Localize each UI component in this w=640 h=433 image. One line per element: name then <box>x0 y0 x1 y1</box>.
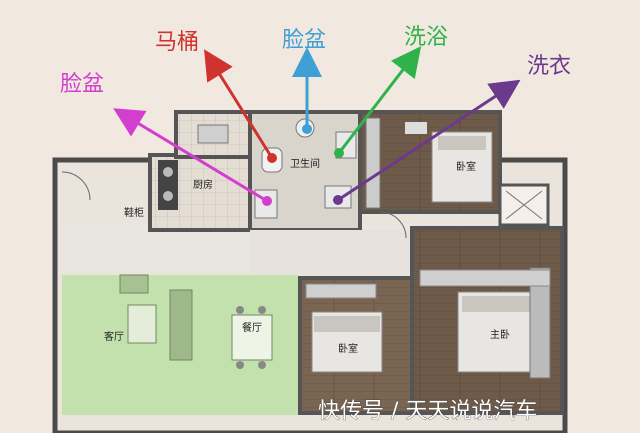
arrow-basin-kitchen <box>113 108 268 203</box>
marker-laundry <box>333 195 343 205</box>
room-label-bathroom: 卫生间 <box>290 157 320 170</box>
annotation-labels: 马桶 脸盆 洗浴 洗衣 脸盆 <box>60 25 571 97</box>
room-label-bedroom-mid: 卧室 <box>338 342 358 355</box>
marker-toilet <box>267 153 277 163</box>
arrow-toilet <box>204 49 274 159</box>
room-label-living-room: 客厅 <box>104 330 124 343</box>
floor-plan <box>52 110 568 433</box>
label-toilet: 马桶 <box>155 30 199 55</box>
arrow-laundry <box>337 79 521 202</box>
marker-basin-bath <box>302 124 312 134</box>
marker-shower <box>334 148 344 158</box>
label-laundry: 洗衣 <box>527 54 571 79</box>
room-label-master-bedroom: 主卧 <box>490 328 510 341</box>
label-shower: 洗浴 <box>404 25 448 50</box>
marker-basin-kitchen <box>262 196 272 206</box>
room-label-shoe-cabinet: 鞋柜 <box>124 206 144 219</box>
watermark-text: 快传号 / 天天说说汽车 <box>318 399 537 424</box>
annotation-arrows <box>113 46 521 206</box>
arrow-shower <box>337 46 422 154</box>
room-labels: 卫生间 厨房 鞋柜 卧室 客厅 餐厅 卧室 主卧 <box>104 157 510 355</box>
room-label-bedroom-top: 卧室 <box>456 160 476 173</box>
room-label-kitchen: 厨房 <box>193 178 213 191</box>
label-basin-kitchen: 脸盆 <box>60 72 104 97</box>
room-label-dining-room: 餐厅 <box>242 321 262 334</box>
label-basin-bath: 脸盆 <box>282 28 326 53</box>
